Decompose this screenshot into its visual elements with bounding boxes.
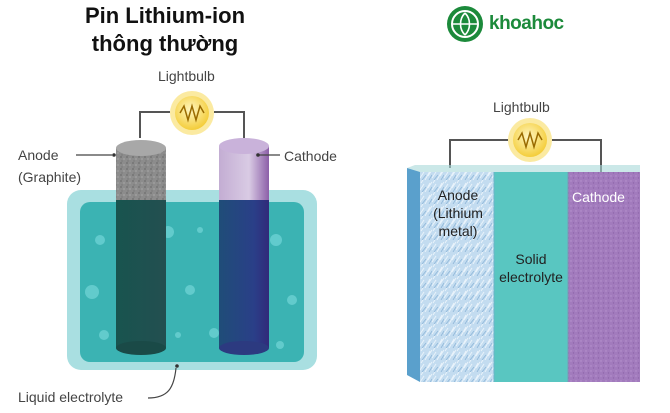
anode-lithium-layer <box>420 172 494 382</box>
solid-electrolyte-layer <box>494 172 568 382</box>
title-line-2: thông thường <box>91 31 239 56</box>
solid-electrolyte-label-line-2: electrolyte <box>499 269 563 285</box>
lithium-anode-label-line-2: (Lithium <box>433 205 483 221</box>
logo-text: khoahoc <box>489 13 564 34</box>
right-lightbulb-label: Lightbulb <box>493 99 550 115</box>
site-logo: khoahoc <box>445 4 564 44</box>
right-wire-anode <box>449 139 508 168</box>
solid-electrolyte-label: Solid electrolyte <box>494 250 568 286</box>
right-lightbulb-icon <box>513 123 547 157</box>
cathode-submerged <box>219 200 269 348</box>
solid-cathode-label: Cathode <box>572 189 625 205</box>
left-wire-anode <box>139 111 170 138</box>
lithium-anode-label: Anode (Lithium metal) <box>426 186 490 240</box>
title-line-1: Pin Lithium-ion <box>84 3 246 28</box>
cathode-cap <box>219 138 269 154</box>
anode-material-label: (Graphite) <box>18 169 82 185</box>
cathode-label: Cathode <box>284 148 337 164</box>
page-title: Pin Lithium-ion thông thường <box>40 2 290 58</box>
lithium-anode-label-line-3: metal) <box>438 223 478 239</box>
logo-globe-icon <box>447 6 483 42</box>
anode-side-face <box>407 168 420 382</box>
electrolyte-leader-line <box>147 367 177 399</box>
anode-label: Anode <box>18 147 59 163</box>
cathode-layer <box>568 172 640 382</box>
lithium-anode-label-line-1: Anode <box>437 187 479 203</box>
solid-electrolyte-label-line-1: Solid <box>515 251 547 267</box>
anode-graphite-top <box>116 148 166 200</box>
left-wire-cathode <box>214 111 245 138</box>
right-wire-cathode <box>552 139 602 172</box>
anode-cap <box>116 140 166 156</box>
liquid-electrolyte-label: Liquid electrolyte <box>18 389 124 405</box>
left-lightbulb-label: Lightbulb <box>158 68 215 84</box>
left-lightbulb-icon <box>175 96 209 130</box>
anode-submerged <box>116 200 166 348</box>
